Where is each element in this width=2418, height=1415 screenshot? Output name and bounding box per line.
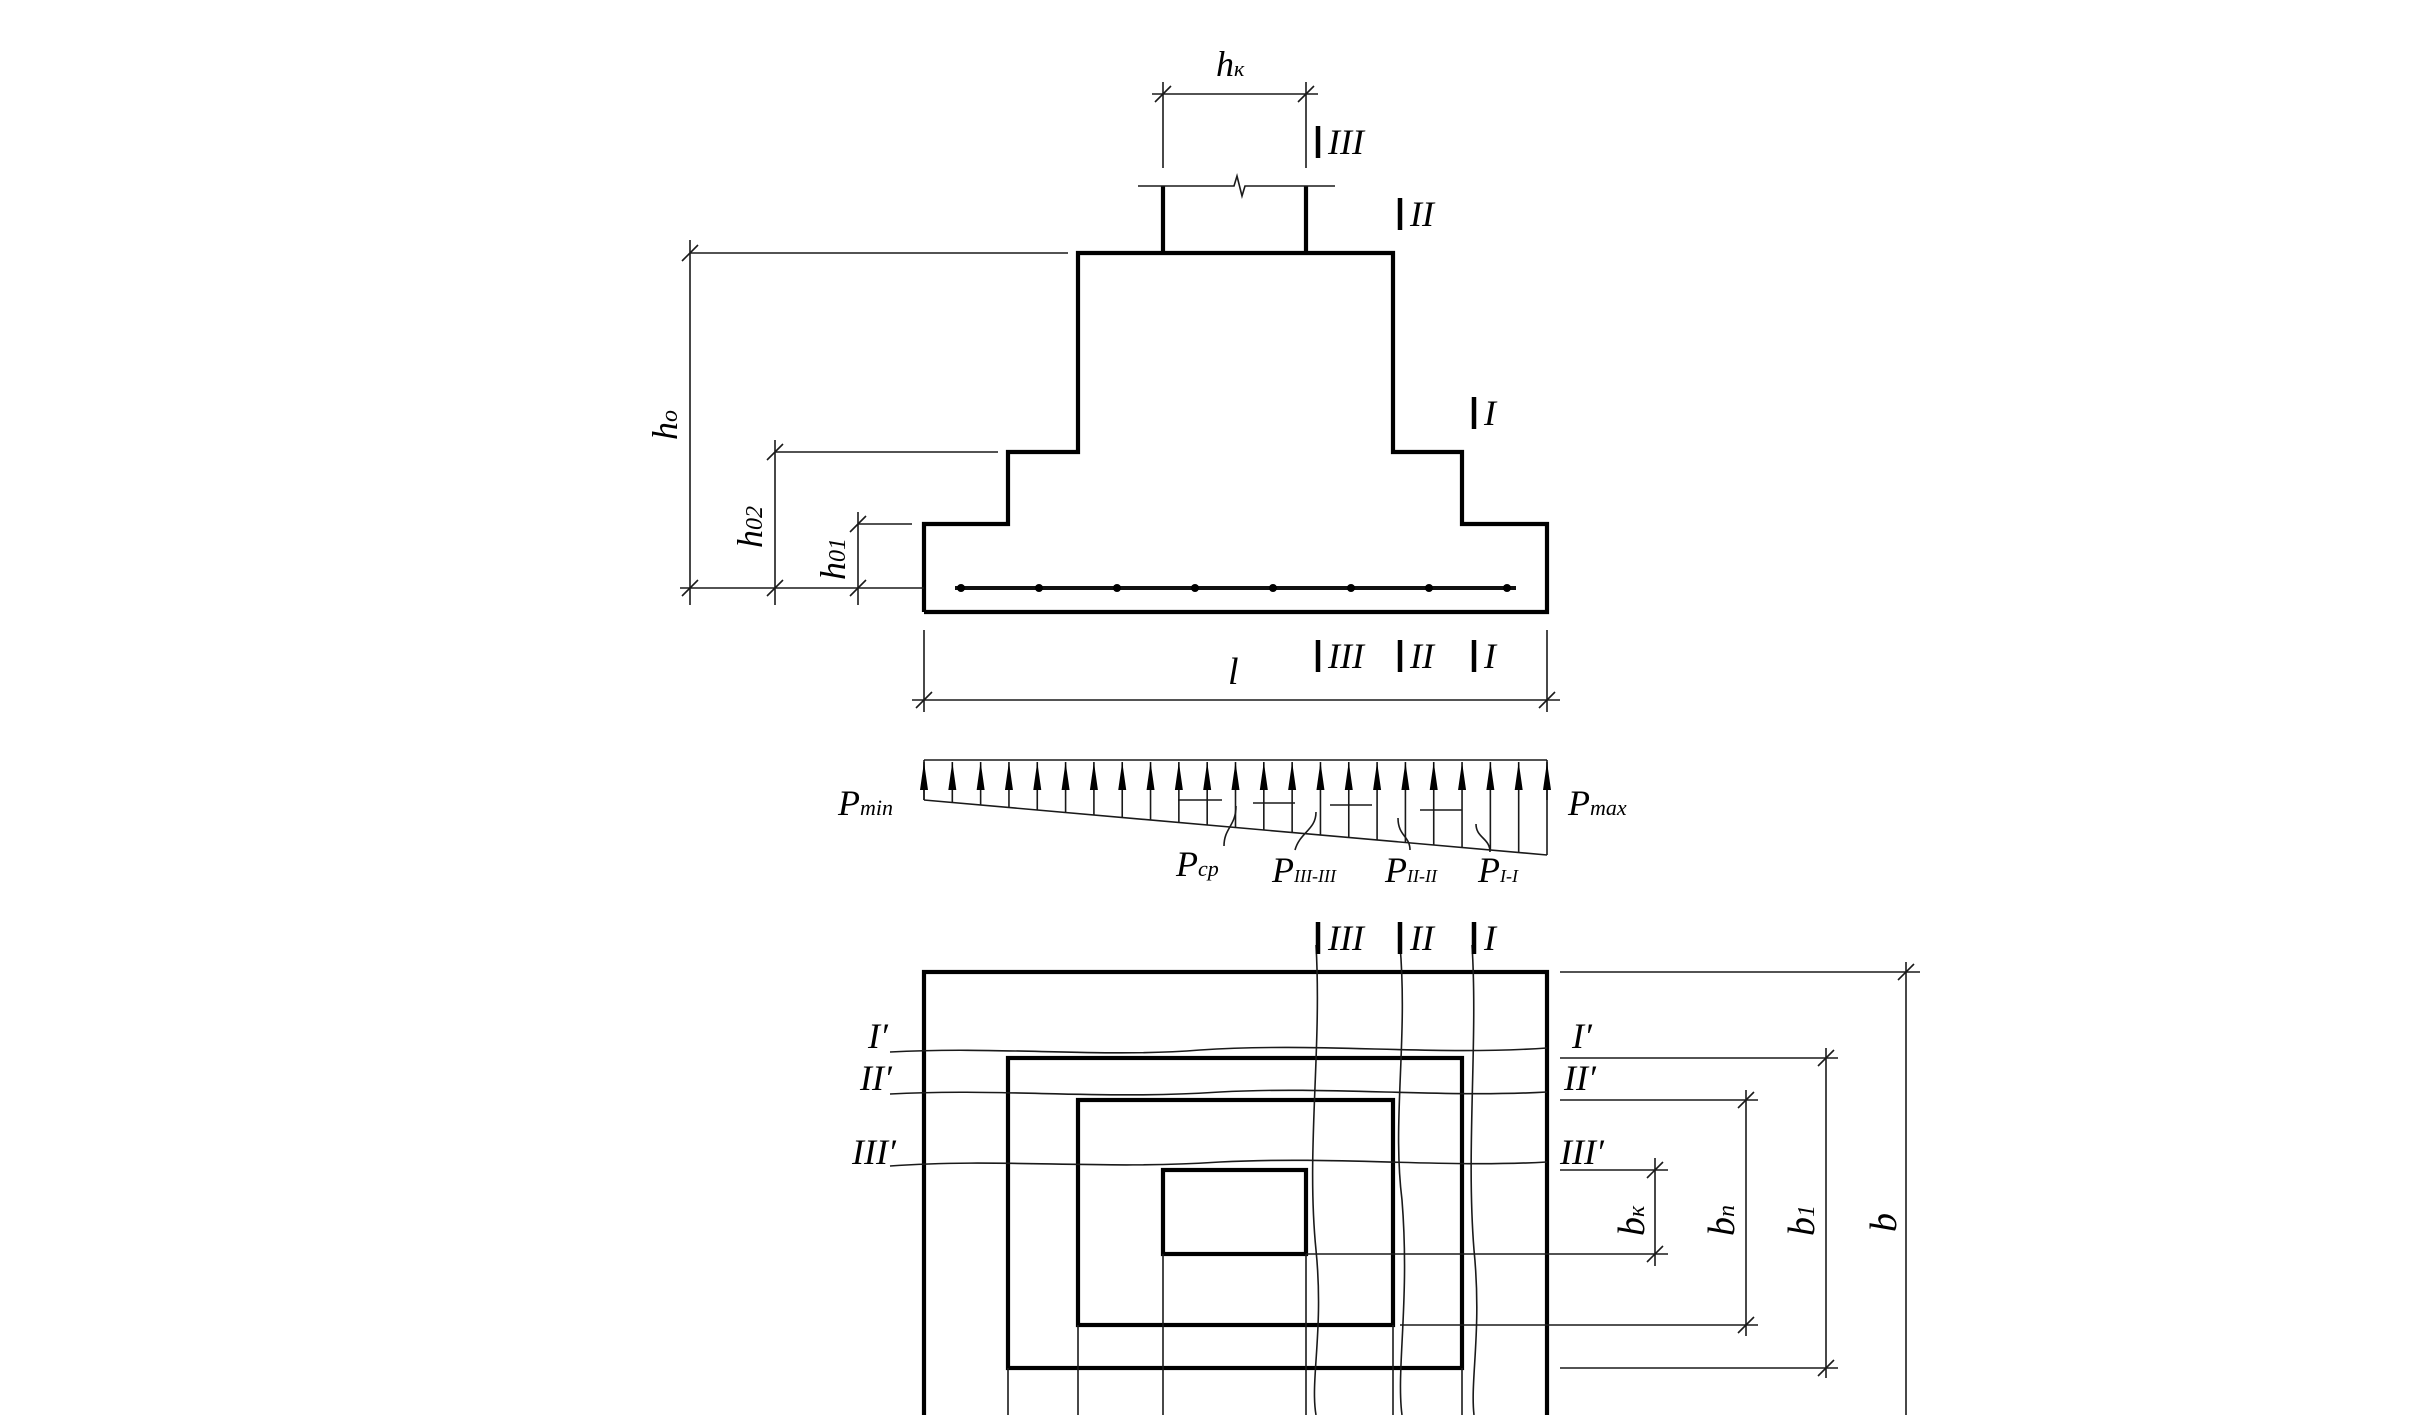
svg-text:III: III	[1327, 918, 1366, 958]
label-p2: PII-II	[1384, 850, 1438, 890]
label-h01: h01	[813, 538, 853, 580]
pressure-arrow-head	[1061, 762, 1070, 790]
svg-text:I′: I′	[867, 1016, 889, 1056]
pressure-arrow-head	[1401, 762, 1410, 790]
pressure-arrow-head	[1146, 762, 1155, 790]
pressure-arrow-head	[1033, 762, 1042, 790]
label-b1: b1	[1781, 1205, 1823, 1236]
svg-text:I: I	[1483, 918, 1498, 958]
section-line-I	[1470, 944, 1478, 1415]
plan-outer-step	[921, 969, 1550, 1415]
section-marks-elevation-bottom: III II I	[1315, 636, 1498, 676]
pressure-arrows	[920, 762, 1551, 855]
section-line-I-prime	[889, 1046, 1548, 1054]
label-hk: hк	[1216, 44, 1245, 84]
label-pmax: Pmax	[1567, 783, 1627, 823]
plan-column	[1160, 1167, 1309, 1257]
svg-text:II: II	[1409, 636, 1436, 676]
label-ho: ho	[645, 410, 685, 440]
section-line-III-prime	[889, 1159, 1548, 1167]
pressure-arrow-head	[1543, 762, 1551, 790]
pressure-arrow-head	[1373, 762, 1382, 790]
label-bk: bк	[1611, 1205, 1653, 1236]
dim-b: b	[1560, 962, 1920, 1415]
pressure-arrow-head	[1174, 762, 1183, 790]
svg-text:I′: I′	[1571, 1016, 1593, 1056]
section-line-II	[1397, 944, 1406, 1415]
pressure-arrow-head	[1231, 762, 1240, 790]
dim-h02: h02	[730, 440, 998, 605]
label-pmin: Pmin	[837, 783, 893, 823]
plan-upper-step	[1075, 1097, 1396, 1328]
pressure-arrow-head	[1259, 762, 1268, 790]
svg-text:I: I	[1483, 636, 1498, 676]
section-line-II-prime	[889, 1089, 1548, 1096]
dim-bn: bn	[1400, 1090, 1758, 1336]
pressure-arrow-head	[1288, 762, 1297, 790]
pressure-arrow-head	[976, 762, 985, 790]
svg-text:III: III	[1327, 636, 1366, 676]
dim-ho: ho	[645, 240, 1068, 605]
svg-text:II′: II′	[859, 1058, 893, 1098]
foundation-elevation: hк ho h02 h01	[645, 44, 1560, 712]
dim-hk: hк	[1152, 44, 1318, 168]
section-marks-elevation-top: III II I	[1315, 122, 1498, 433]
svg-text:II′: II′	[1563, 1058, 1597, 1098]
label-bn: bn	[1701, 1205, 1743, 1236]
pressure-arrow-head	[1344, 762, 1353, 790]
pressure-arrow-head	[1429, 762, 1438, 790]
pressure-arrow-head	[1118, 762, 1127, 790]
pressure-arrow-head	[1458, 762, 1467, 790]
reinforcement-bar	[955, 584, 1516, 592]
dim-l: l	[912, 630, 1560, 712]
pressure-arrow-head	[1089, 762, 1098, 790]
plan-middle-step	[1005, 1055, 1465, 1371]
label-h02: h02	[730, 506, 770, 548]
break-line	[1138, 172, 1335, 200]
pressure-arrow-head	[948, 762, 957, 790]
svg-text:III: III	[1327, 122, 1366, 162]
svg-text:III′: III′	[1559, 1132, 1605, 1172]
label-pcp: Pср	[1175, 844, 1219, 884]
pressure-arrow-head	[1316, 762, 1325, 790]
foundation-plan: III II I I′ II′ III′ I′ II′ III′ b b1	[851, 918, 1920, 1415]
foundation-outline	[921, 250, 1550, 615]
dim-h01: h01	[813, 512, 912, 605]
section-line-III	[1311, 944, 1320, 1415]
pressure-arrow-head	[1203, 762, 1212, 790]
label-p3: PIII-III	[1271, 850, 1337, 890]
pressure-arrow-head	[1486, 762, 1495, 790]
dim-bk: bк	[1306, 1158, 1668, 1266]
dim-b1: b1	[1560, 1048, 1838, 1378]
pressure-arrow-head	[1004, 762, 1013, 790]
svg-text:II: II	[1409, 194, 1436, 234]
svg-text:III′: III′	[851, 1132, 897, 1172]
label-p1: PI-I	[1477, 850, 1519, 890]
pressure-arrow-head	[1514, 762, 1523, 790]
pressure-arrow-head	[920, 762, 928, 790]
svg-text:I: I	[1483, 393, 1498, 433]
label-l: l	[1228, 651, 1239, 693]
pressure-diagram: Pmin Pmax Pср PIII-III PII-II PI-I	[837, 759, 1627, 890]
label-b: b	[1863, 1213, 1905, 1232]
svg-text:II: II	[1409, 918, 1436, 958]
